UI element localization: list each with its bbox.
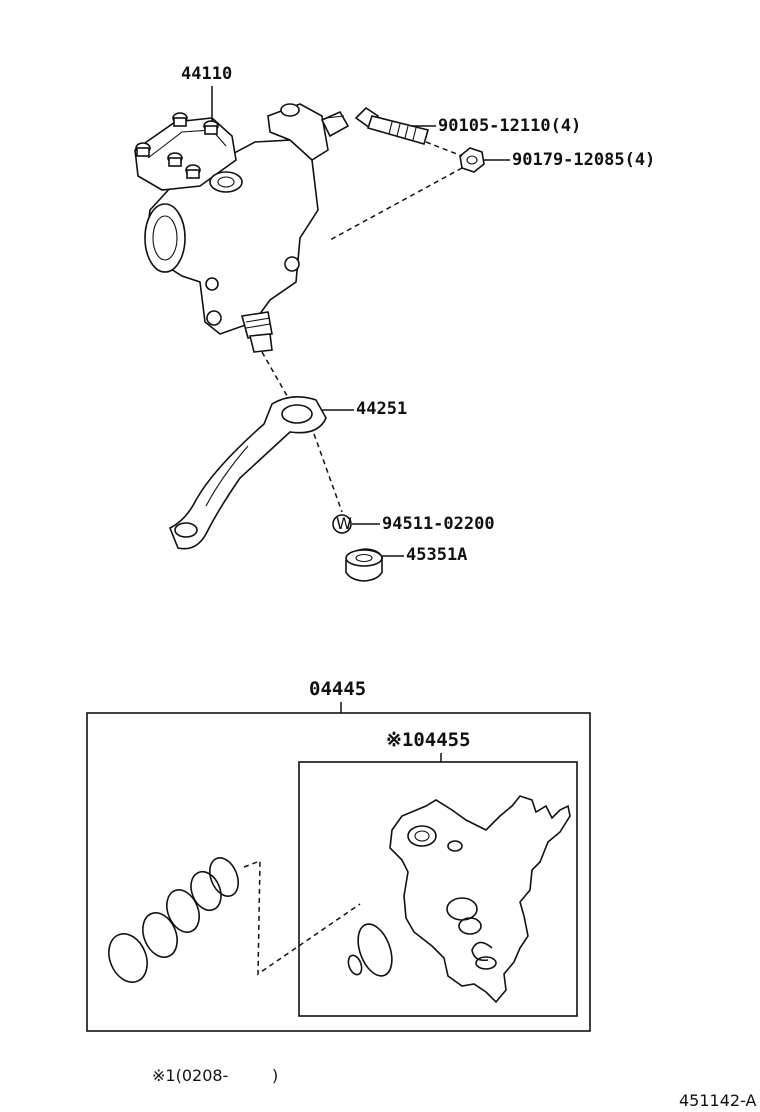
seal-ring-1	[446, 897, 478, 921]
gasket-hole	[447, 840, 463, 852]
o-ring-4	[190, 870, 222, 912]
figure-id: 451142-A	[679, 1091, 757, 1110]
o-ring-2	[142, 912, 178, 958]
label-washer: 94511-02200	[382, 514, 495, 534]
label-bolt: 90105-12110(4)	[438, 116, 581, 136]
seal-ring-4	[357, 923, 393, 977]
label-sub-kit: ※104455	[386, 729, 471, 751]
o-ring-1	[108, 933, 148, 983]
dash-bolt-nut	[425, 141, 463, 157]
pitman-arm	[168, 396, 327, 550]
dash-shaft-arm	[261, 351, 295, 409]
gasket-port-1	[407, 825, 437, 847]
label-arm-nut: 45351A	[406, 545, 467, 565]
housing-bolt-3	[135, 142, 151, 157]
seal-ring-3	[475, 956, 497, 970]
sub-kit-box	[298, 761, 578, 1017]
o-ring-set	[108, 857, 239, 983]
housing-bolt-2	[203, 120, 219, 135]
label-gear-assy: 44110	[181, 64, 232, 84]
footnote-close: )	[272, 1066, 278, 1085]
snap-ring	[471, 941, 493, 962]
steering-gear-housing	[134, 103, 350, 353]
o-ring-5	[209, 857, 239, 897]
dash-arm-washer	[313, 433, 343, 513]
dash-o-rings	[243, 859, 361, 976]
washer-marker: W	[336, 514, 352, 533]
housing-bolt-1	[172, 112, 188, 127]
o-ring-3	[166, 889, 200, 933]
label-nut: 90179-12085(4)	[512, 150, 655, 170]
dash-nut-housing	[329, 167, 463, 241]
washer: W	[332, 514, 352, 534]
mounting-nut	[459, 147, 485, 173]
arm-nut	[345, 548, 383, 582]
gasket-kit-box	[86, 712, 591, 1032]
label-pitman-arm: 44251	[356, 399, 407, 419]
seal-ring-2	[458, 917, 482, 935]
seal-ring-5	[347, 954, 363, 976]
housing-bolt-4	[167, 152, 183, 167]
housing-bolt-5	[185, 164, 201, 179]
footnote-text: ※1(0208-	[152, 1066, 228, 1085]
valve-gasket	[389, 795, 571, 1004]
label-gasket-kit: 04445	[309, 678, 366, 700]
mounting-bolt	[354, 106, 429, 145]
